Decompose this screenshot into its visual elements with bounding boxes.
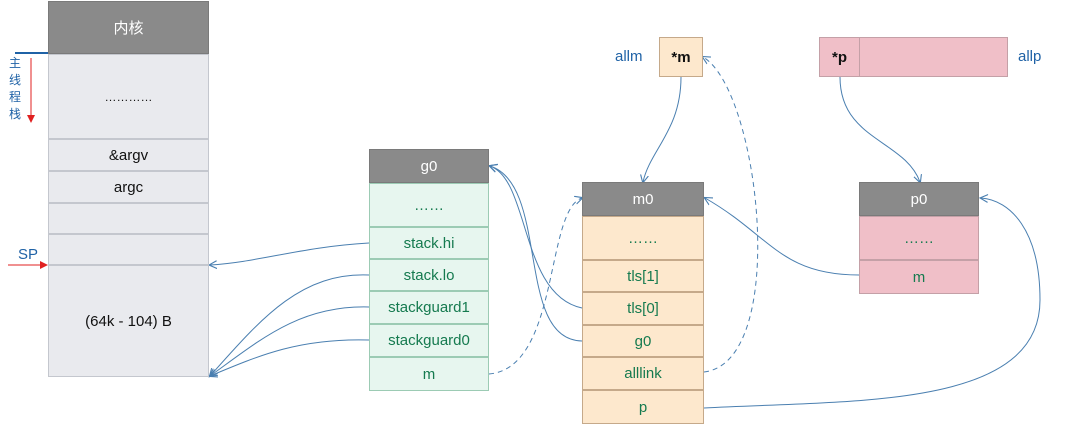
stackguard1-to-stack-arrow [210,306,370,376]
m0-field-alllink: alllink [582,357,704,390]
g0-field-stackguard0: stackguard0 [369,324,489,357]
allp-array-body [859,37,1008,77]
m0-g0-to-g0-arrow [490,166,583,342]
m0-p-to-p0-arrow [703,198,1041,409]
kernel-region: 内核 [48,1,209,54]
m0-title: m0 [582,182,704,216]
argv-slot: &argv [48,139,209,171]
g0-field-ellipsis: …… [369,183,489,227]
stackguard0-to-stack-arrow [210,339,370,376]
sp-label: SP [18,246,39,263]
empty-slot-2 [48,234,209,265]
p0-field-ellipsis: …… [859,216,979,260]
allp-pointer-box: *p [819,37,860,77]
p0-m-to-m0-arrow [705,198,860,276]
m0-field-g0: g0 [582,325,704,357]
tls0-to-g0-arrow [490,166,583,309]
main-thread-stack-label: 主线程栈 [8,56,21,121]
p0-title: p0 [859,182,979,216]
allp-label: allp [1018,48,1042,65]
m0-field-tls1: tls[1] [582,260,704,292]
g0-m-to-m0-arrow [488,198,582,375]
empty-slot-1 [48,203,209,234]
allm-pointer-box: *m [659,37,703,77]
p0-field-m: m [859,260,979,294]
argc-slot: argc [48,171,209,203]
g0-field-stack-hi: stack.hi [369,227,489,259]
m0-field-tls0: tls[0] [582,292,704,325]
stack-ellipsis-region: ………… [48,54,209,139]
alllink-to-allm-arrow [703,57,759,373]
allm-to-m0-arrow [643,76,682,182]
stack-lo-to-stack-arrow [210,274,370,376]
stack-hi-to-stack-arrow [210,242,370,265]
allp-to-p0-arrow [839,76,920,182]
g0-field-stack-lo: stack.lo [369,259,489,291]
m0-field-p: p [582,390,704,424]
g0-title: g0 [369,149,489,183]
m0-field-ellipsis: …… [582,216,704,260]
g0-stack-region: (64k - 104) B [48,265,209,377]
g0-field-m: m [369,357,489,391]
g0-field-stackguard1: stackguard1 [369,291,489,324]
allm-label: allm [615,48,643,65]
